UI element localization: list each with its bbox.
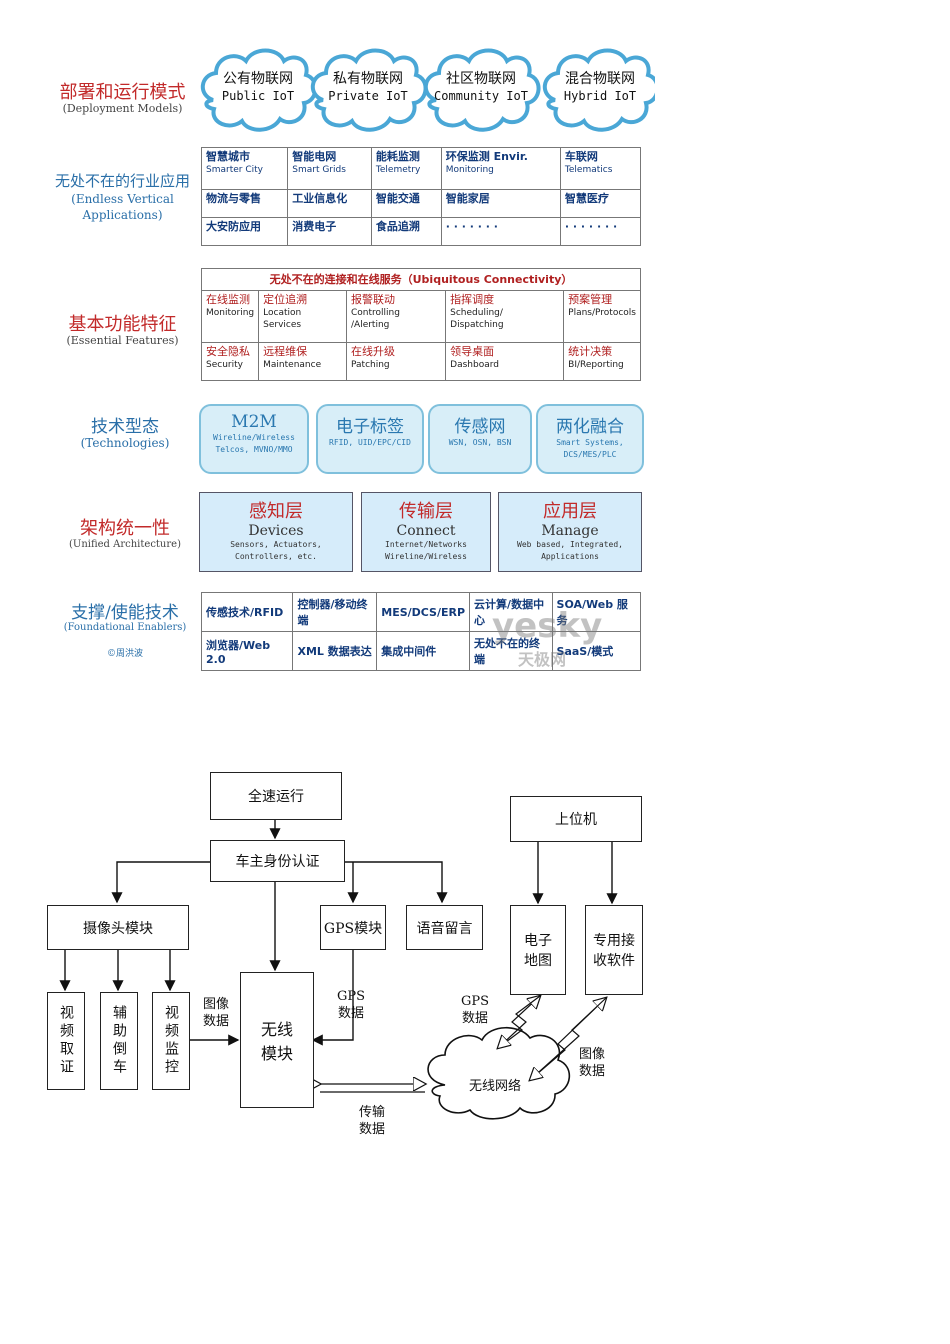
app-cell: 物流与零售 <box>200 189 289 218</box>
wireless-network-cloud <box>427 1027 571 1120</box>
watermark-en: yesky <box>492 606 603 646</box>
receive-software-box: 专用接收软件 <box>585 905 643 995</box>
host-computer-box: 上位机 <box>510 796 642 842</box>
deployment-label: 部署和运行模式 <box>59 82 186 103</box>
features-header: 无处不在的连接和在线服务（Ubiquitous Connectivity） <box>201 268 641 291</box>
tech-rfid: 电子标签 RFID, UID/EPC/CID <box>316 404 424 474</box>
arch-label-en: (Unified Architecture) <box>69 539 181 550</box>
image-data-label-1: 图像数据 <box>202 997 229 1029</box>
enabler-cell: XML 数据表达 <box>292 631 378 671</box>
app-cell: 大安防应用 <box>200 217 289 246</box>
gps-data-label-2: GPS数据 <box>460 994 490 1026</box>
tech-integration: 两化融合 Smart Systems, DCS/MES/PLC <box>536 404 644 474</box>
enablers-label-en: (Foundational Enablers) <box>63 622 187 633</box>
tech-label: 技术型态 <box>91 417 159 437</box>
enabler-cell: 浏览器/Web 2.0 <box>200 631 294 671</box>
cloud-public-cn: 公有物联网 <box>223 71 293 87</box>
wireless-module-box: 无线模块 <box>240 972 314 1108</box>
app-cell: 环保监测 Envir.Monitoring <box>440 147 561 190</box>
cloud-community-en: Community IoT <box>434 89 528 103</box>
features-grid: 无处不在的连接和在线服务（Ubiquitous Connectivity） 在线… <box>200 268 641 381</box>
watermark-cn: 天极网 <box>518 650 567 669</box>
features-label-en: (Essential Features) <box>66 334 179 347</box>
cloud-private-en: Private IoT <box>328 89 408 103</box>
gps-data-label-1: GPS数据 <box>336 989 366 1021</box>
arch-devices: 感知层 Devices Sensors, Actuators, Controll… <box>199 492 353 572</box>
app-cell: 消费电子 <box>287 217 372 246</box>
video-monitor-box: 视频监控 <box>152 992 190 1090</box>
arch-connect: 传输层 Connect Internet/Networks Wireline/W… <box>361 492 491 572</box>
enablers-grid: 传感技术/RFID 控制器/移动终端 MES/DCS/ERP 云计算/数据中心 … <box>200 592 642 671</box>
features-label: 基本功能特征 <box>68 314 177 335</box>
enabler-cell: 云计算/数据中心 <box>469 592 553 632</box>
gps-module-box: GPS模块 <box>320 905 386 950</box>
transmission-data-label: 传输数据 <box>358 1105 385 1137</box>
tech-sensor-net: 传感网 WSN, OSN, BSN <box>428 404 532 474</box>
tech-label-en: (Technologies) <box>80 436 170 450</box>
voice-message-box: 语音留言 <box>406 905 483 950</box>
enabler-cell: SaaS/模式 <box>551 631 642 671</box>
cloud-hybrid-cn: 混合物联网 <box>565 71 635 87</box>
apps-label: 无处不在的行业应用 <box>54 172 190 190</box>
app-cell: · · · · · · · <box>559 217 642 246</box>
reverse-assist-box: 辅助倒车 <box>100 992 138 1090</box>
author-credit: ©周洪波 <box>106 649 143 659</box>
video-evidence-box: 视频取证 <box>47 992 85 1090</box>
wireless-network-label: 无线网络 <box>468 1079 521 1094</box>
tech-m2m: M2M Wireline/Wireless Telcos, MVNO/MMO <box>199 404 309 474</box>
cloud-community-cn: 社区物联网 <box>446 71 516 87</box>
apps-label-en-1: (Endless Vertical <box>71 192 174 206</box>
enabler-cell: 传感技术/RFID <box>200 592 294 632</box>
enablers-label: 支撑/使能技术 <box>71 603 179 623</box>
enabler-cell: 无处不在的终端 <box>469 631 553 671</box>
cloud-hybrid-en: Hybrid IoT <box>563 89 637 103</box>
enabler-cell: MES/DCS/ERP <box>376 592 471 632</box>
deployment-label-en: (Deployment Models) <box>62 102 183 115</box>
arch-label: 架构统一性 <box>80 518 170 539</box>
owner-auth-box: 车主身份认证 <box>210 840 345 882</box>
app-cell: 智慧医疗 <box>559 189 642 218</box>
full-speed-box: 全速运行 <box>210 772 342 820</box>
apps-label-en-2: Applications) <box>82 208 163 222</box>
cloud-private-cn: 私有物联网 <box>333 71 403 87</box>
arch-manage: 应用层 Manage Web based, Integrated, Applic… <box>498 492 642 572</box>
app-cell: 食品追溯 <box>370 217 442 246</box>
e-map-box: 电子地图 <box>510 905 566 995</box>
cloud-public-en: Public IoT <box>221 89 295 103</box>
camera-module-box: 摄像头模块 <box>47 905 189 950</box>
image-data-label-2: 图像数据 <box>578 1047 605 1079</box>
enabler-cell: 集成中间件 <box>376 631 471 671</box>
app-cell: · · · · · · · <box>440 217 561 246</box>
